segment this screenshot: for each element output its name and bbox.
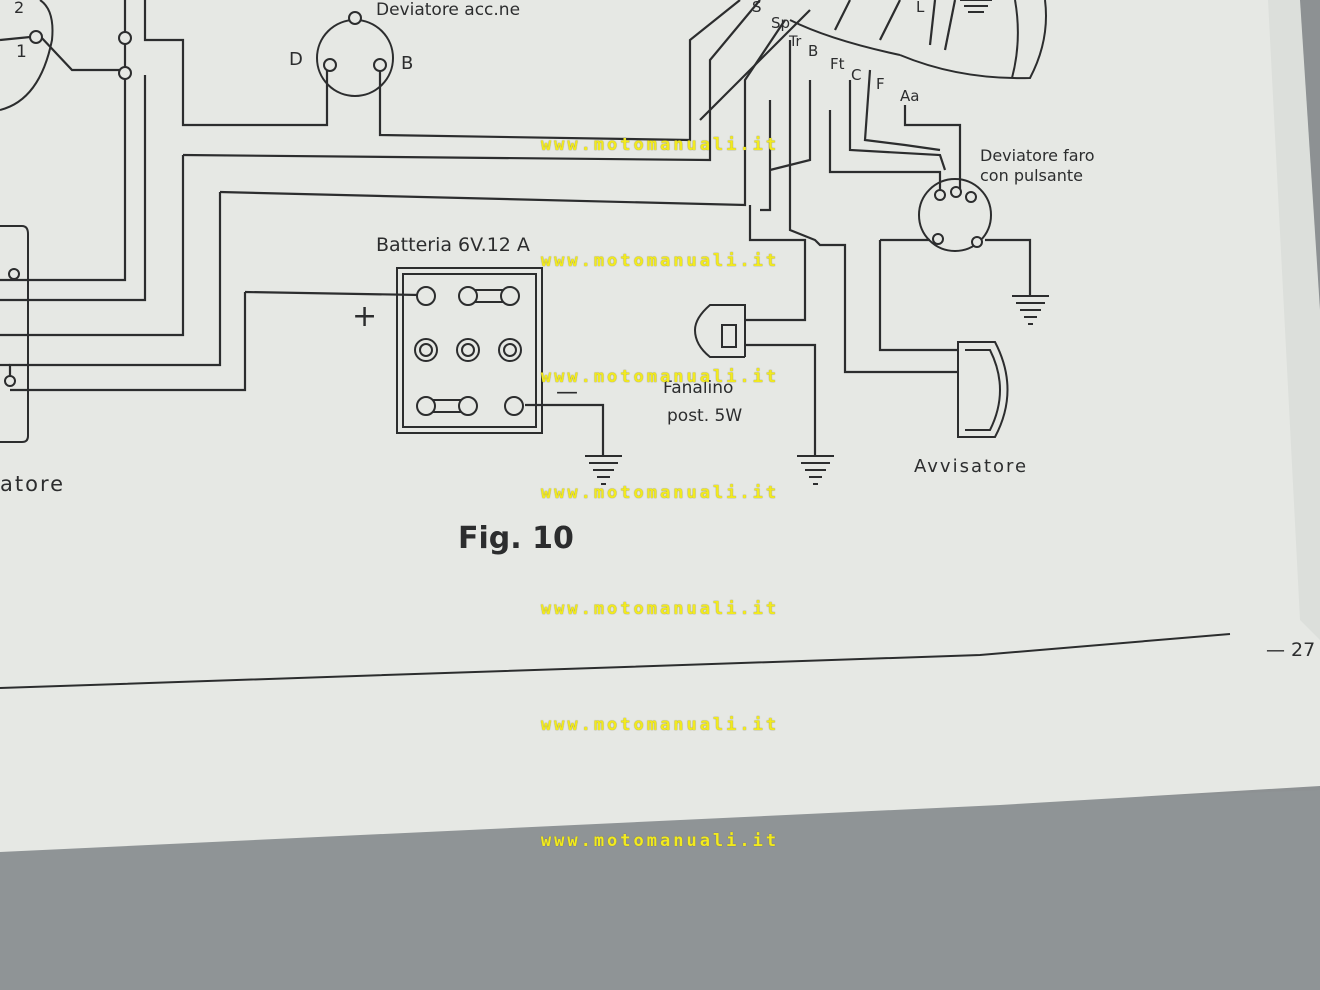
watermark-6: www.motomanuali.it <box>540 715 780 735</box>
battery-plus: + <box>352 299 378 334</box>
page-rule <box>0 633 1231 689</box>
left-terminal-2: 2 <box>14 0 25 17</box>
wire-tag-aa: Aa <box>900 87 920 105</box>
watermark-2: www.motomanuali.it <box>540 251 780 271</box>
wire-tag-tr: Tr <box>789 34 802 50</box>
page-edge <box>1268 0 1320 640</box>
deviatore-faro-label-2: con pulsante <box>980 166 1083 185</box>
figure-label: Fig. 10 <box>458 521 574 556</box>
battery-label: Batteria 6V.12 A <box>376 234 530 256</box>
battery-minus: — <box>556 380 578 405</box>
headlight-arc <box>789 0 1047 80</box>
battery-symbol <box>396 267 543 434</box>
wire-tag-l: L <box>916 0 925 16</box>
avvisatore-label: Avvisatore <box>914 456 1029 477</box>
fanalino-symbol <box>693 304 746 358</box>
left-device <box>0 0 132 387</box>
deviatore-faro-label-1: Deviatore faro <box>980 146 1095 165</box>
left-device-label: atore <box>0 472 66 496</box>
wire-tag-sp: Sp <box>771 14 791 32</box>
deviatore-acc-label: Deviatore acc.ne <box>376 0 521 20</box>
fanalino-label-2: post. 5W <box>667 406 743 426</box>
page-number: — 27 <box>1266 639 1316 661</box>
ground-symbols <box>585 0 1049 485</box>
deviatore-faro-symbol <box>918 178 992 252</box>
wire-tag-f: F <box>876 75 885 93</box>
left-terminal-1: 1 <box>16 42 27 62</box>
left-device-box <box>0 225 29 443</box>
watermark-1: www.motomanuali.it <box>540 135 780 155</box>
terminal-d-label: D <box>289 49 303 70</box>
watermark-7: www.motomanuali.it <box>540 831 780 851</box>
watermark-4: www.motomanuali.it <box>540 483 780 503</box>
table-surface <box>0 790 1320 990</box>
avvisatore-symbol <box>957 341 1009 438</box>
wire-tag-ft: Ft <box>830 55 845 73</box>
watermark-5: www.motomanuali.it <box>540 599 780 619</box>
wire-tag-b: B <box>808 42 819 60</box>
deviatore-acc-symbol <box>316 11 394 97</box>
wire-tag-c: C <box>851 66 862 84</box>
watermark-3: www.motomanuali.it <box>540 367 780 387</box>
terminal-b-label: B <box>401 53 414 74</box>
fanalino-label-1: Fanalino <box>663 378 734 398</box>
wire-tag-s: S <box>752 0 762 16</box>
